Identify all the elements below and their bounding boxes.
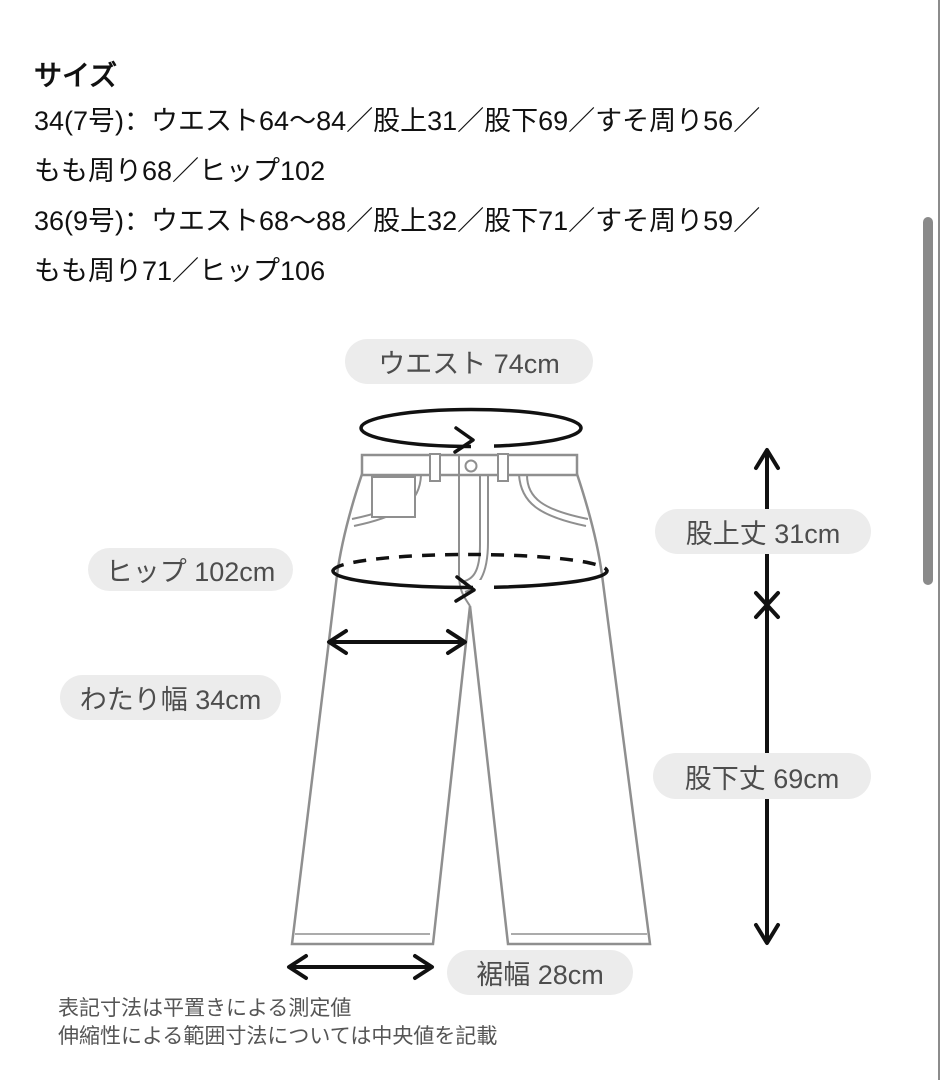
pants-outline — [290, 453, 652, 946]
size-spec-line-3: 36(9号)：ウエスト68〜88／股上32／股下71／すそ周り59／ — [34, 206, 761, 236]
size-spec-line-4: もも周り71／ヒップ106 — [34, 256, 326, 286]
belt-loop-right — [497, 453, 509, 482]
crotch-cross-mark — [754, 591, 780, 619]
scrollbar-thumb[interactable] — [923, 217, 933, 585]
inseam-label-pill: 股下丈 69cm — [653, 753, 871, 799]
size-spec-line-2: もも周り68／ヒップ102 — [34, 156, 326, 186]
belt-loop-left — [429, 453, 441, 482]
hem-width-arrow — [287, 954, 434, 980]
thigh-width-arrow — [327, 629, 467, 655]
measurement-notes: 表記寸法は平置きによる測定値 伸縮性による範囲寸法については中央値を記載 — [58, 995, 497, 1051]
waist-measure-ellipse — [359, 407, 583, 454]
right-pocket-curve — [518, 474, 587, 527]
fly-stitch-inner — [464, 475, 489, 593]
measurement-note-2: 伸縮性による範囲寸法については中央値を記載 — [58, 1025, 498, 1048]
waist-arrowhead — [453, 426, 475, 454]
hip-arrowhead — [454, 575, 476, 603]
hip-dashed-arc — [331, 552, 609, 572]
hem-width-label-pill: 裾幅 28cm — [447, 950, 633, 995]
hip-measure-ellipse — [331, 552, 609, 603]
thigh-width-label-pill: わたり幅 34cm — [60, 675, 281, 720]
waist-label-pill: ウエスト 74cm — [345, 339, 593, 384]
measurement-note-1: 表記寸法は平置きによる測定値 — [58, 997, 352, 1020]
size-section-title: サイズ — [34, 60, 118, 91]
rise-label-pill: 股上丈 31cm — [655, 509, 871, 554]
rise-up-arrowhead — [754, 448, 780, 470]
center-front-seam — [458, 456, 471, 607]
inseam-down-arrowhead — [754, 923, 780, 945]
size-spec-text: 34(7号)：ウエスト64〜84／股上31／股下69／すそ周り56／ もも周り6… — [34, 96, 760, 296]
content-right-border — [938, 0, 940, 1080]
size-spec-line-1: 34(7号)：ウエスト64〜84／股上31／股下69／すそ周り56／ — [34, 106, 761, 136]
hip-label-pill: ヒップ 102cm — [88, 548, 293, 591]
coin-pocket — [371, 476, 416, 518]
waist-button — [464, 459, 478, 473]
